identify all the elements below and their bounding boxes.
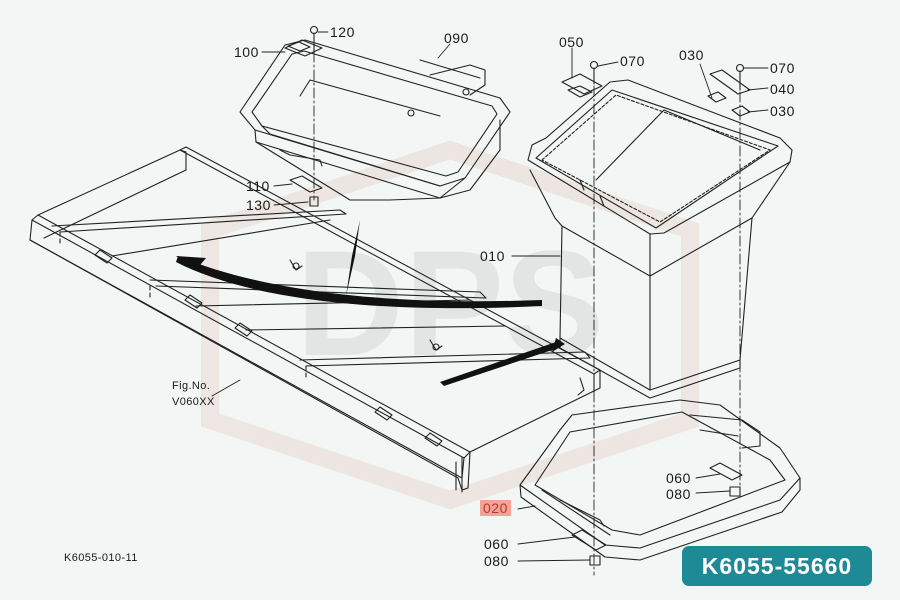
lower-tray-020: [519, 399, 801, 561]
callout-130: 130: [246, 197, 271, 213]
drawing-id: K6055-010-11: [64, 552, 138, 564]
upper-tray-090: [239, 39, 511, 201]
callout-030-right: 030: [770, 103, 795, 119]
plate-060-080-bottom: [571, 529, 607, 566]
assembly-lines: [313, 51, 741, 576]
callout-050: 050: [559, 34, 584, 50]
part-number-badge: K6055-55660: [682, 546, 872, 586]
hinge-030-040-070: [707, 63, 751, 117]
callout-060-bottom: 060: [484, 536, 509, 552]
callout-120: 120: [330, 24, 355, 40]
callout-070-top: 070: [620, 53, 645, 69]
figure-ref-line1: Fig.No.: [172, 380, 211, 392]
callout-090: 090: [444, 30, 469, 46]
hinge-050-070: [561, 60, 603, 98]
plate-110-130: [289, 175, 323, 207]
callout-010: 010: [480, 248, 505, 264]
callout-060-right: 060: [666, 470, 691, 486]
callout-040: 040: [770, 81, 795, 97]
callout-070-right: 070: [770, 60, 795, 76]
callout-080-bottom: 080: [484, 553, 509, 569]
hinge-100-120: [284, 25, 323, 57]
callout-080-right: 080: [666, 486, 691, 502]
callout-030-top: 030: [679, 47, 704, 63]
callout-020-highlighted[interactable]: 020: [480, 500, 511, 516]
assembly-arrows: [176, 220, 565, 386]
dps-watermark: DPS: [201, 140, 699, 510]
callout-100: 100: [234, 44, 259, 60]
plate-060-080-right: [709, 462, 743, 497]
leader-lines: [211, 31, 769, 562]
figure-ref-line2: V060XX: [172, 396, 215, 408]
callout-110: 110: [246, 178, 270, 194]
